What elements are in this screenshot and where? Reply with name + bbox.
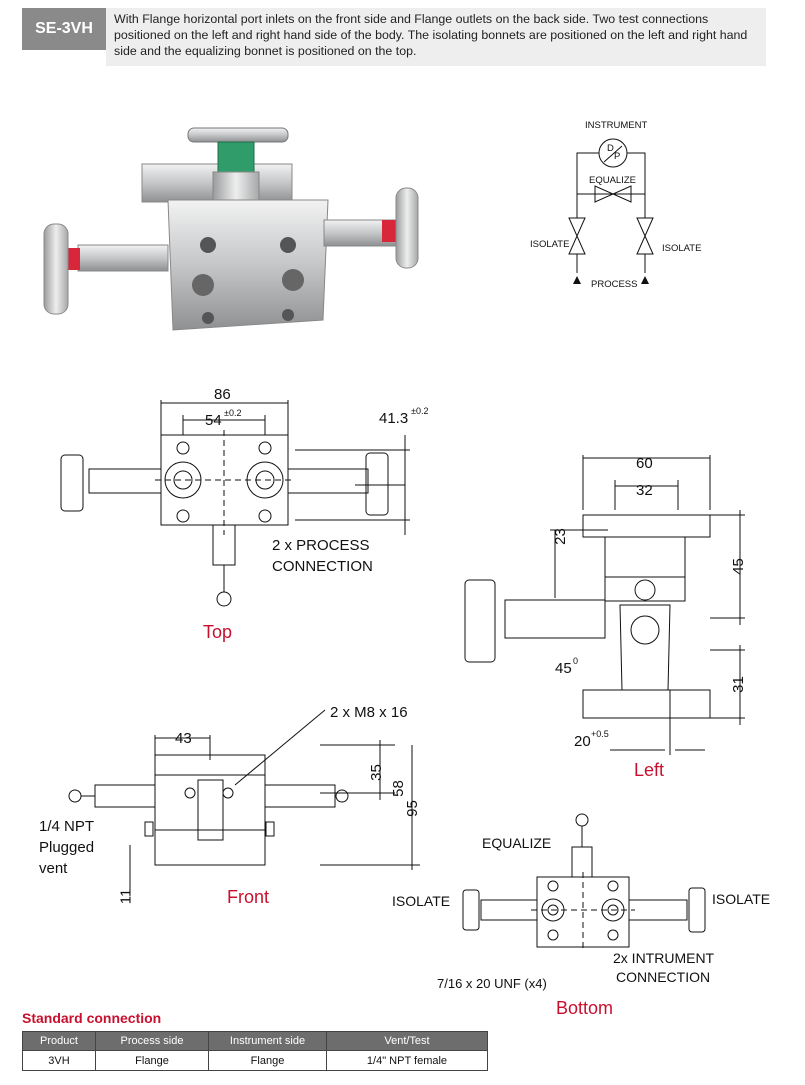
front-thread-label: 2 x M8 x 16 xyxy=(330,704,408,721)
top-dim-54-tol: ±0.2 xyxy=(224,408,242,418)
front-view-title: Front xyxy=(227,887,270,907)
table-cell: Flange xyxy=(208,1050,327,1071)
schematic-process-label: PROCESS xyxy=(591,279,638,290)
product-code-badge: SE-3VH xyxy=(22,8,106,50)
standard-connection-table: Product Process side Instrument side Ven… xyxy=(22,1031,488,1071)
table-cell: 1/4" NPT female xyxy=(326,1050,488,1071)
front-dim-43: 43 xyxy=(175,730,192,747)
left-dim-32: 32 xyxy=(636,482,653,499)
column-header: Vent/Test xyxy=(326,1031,488,1051)
table-cell: 3VH xyxy=(22,1050,96,1071)
left-angle: 45 xyxy=(555,660,572,677)
bottom-view-title: Bottom xyxy=(556,998,614,1018)
bottom-unf-label: 7/16 x 20 UNF (x4) xyxy=(437,976,547,991)
bottom-isolate-left: ISOLATE xyxy=(392,893,451,909)
top-view-drawing xyxy=(60,400,410,607)
bottom-instrument-connection-1: 2x INTRUMENT xyxy=(613,950,715,966)
front-vent-line1: 1/4 NPT xyxy=(39,818,95,835)
bottom-equalize-label: EQUALIZE xyxy=(482,835,552,851)
front-view-drawing xyxy=(68,709,420,890)
schematic-equalize-label: EQUALIZE xyxy=(589,175,636,186)
front-dim-95: 95 xyxy=(403,800,421,817)
top-process-connection-1: 2 x PROCESS xyxy=(272,537,370,554)
left-dim-31: 31 xyxy=(729,676,747,693)
left-dim-45: 45 xyxy=(729,558,747,575)
front-dim-58: 58 xyxy=(389,780,407,797)
description-box xyxy=(106,8,766,66)
left-view-drawing xyxy=(464,455,745,755)
product-description: With Flange horizontal port inlets on th… xyxy=(114,12,748,58)
table-header-row: Product Process side Instrument side Ven… xyxy=(22,1031,488,1051)
product-photo xyxy=(43,127,419,331)
left-dim-20: 20 xyxy=(574,733,591,750)
table-cell: Flange xyxy=(95,1050,209,1071)
column-header: Product xyxy=(22,1031,96,1051)
bottom-instrument-connection-2: CONNECTION xyxy=(616,969,711,985)
schematic-instrument-label: INSTRUMENT xyxy=(585,120,648,131)
front-vent-line3: vent xyxy=(39,860,68,877)
flow-schematic xyxy=(568,138,654,284)
column-header: Instrument side xyxy=(208,1031,327,1051)
top-process-connection-2: CONNECTION xyxy=(272,558,373,575)
top-view-title: Top xyxy=(203,622,233,642)
schematic-isolate-right: ISOLATE xyxy=(662,243,702,254)
top-dim-86: 86 xyxy=(214,386,231,403)
product-code: SE-3VH xyxy=(35,20,93,37)
top-dim-41: 41.3 xyxy=(379,410,409,427)
top-dim-41-tol: ±0.2 xyxy=(411,406,429,416)
left-view-title: Left xyxy=(634,760,665,780)
bottom-view-drawing xyxy=(462,813,706,952)
schematic-dp-p: P xyxy=(614,151,621,162)
front-dim-11: 11 xyxy=(117,888,135,905)
schematic-isolate-left: ISOLATE xyxy=(530,239,570,250)
front-vent-line2: Plugged xyxy=(39,839,95,856)
left-dim-60: 60 xyxy=(636,455,653,472)
bottom-isolate-right: ISOLATE xyxy=(712,891,771,907)
column-header: Process side xyxy=(95,1031,209,1051)
table-row: 3VH Flange Flange 1/4" NPT female xyxy=(22,1050,488,1071)
top-dim-54: 54 xyxy=(205,412,222,429)
left-angle-degree: 0 xyxy=(573,656,579,666)
standard-connection-heading: Standard connection xyxy=(22,1010,162,1026)
left-dim-23: 23 xyxy=(551,528,569,545)
schematic-dp-d: D xyxy=(607,143,614,154)
front-dim-35: 35 xyxy=(367,764,385,781)
left-dim-20-tol: +0.5 xyxy=(591,729,609,739)
